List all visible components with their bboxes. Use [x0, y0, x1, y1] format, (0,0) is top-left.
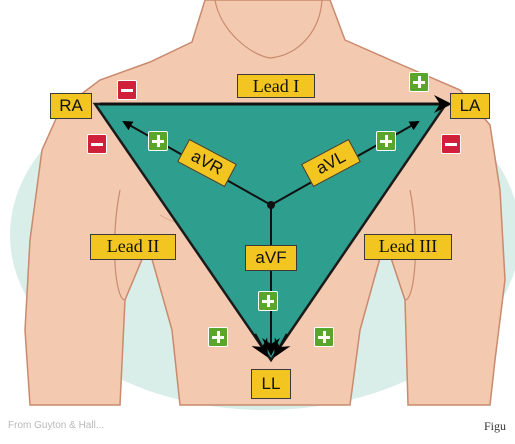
positive-sign-lead-ii [208, 327, 228, 347]
figure-caption: Figu [484, 419, 506, 434]
negative-sign-la [441, 134, 461, 154]
label-lead-ii: Lead II [90, 234, 176, 260]
label-avf: aVF [245, 245, 297, 271]
label-ll: LL [251, 369, 291, 399]
label-lead-i: Lead I [237, 74, 315, 98]
positive-sign-lead-iii [314, 327, 334, 347]
label-lead-iii: Lead III [364, 234, 452, 260]
source-caption: From Guyton & Hall... [8, 420, 104, 431]
center-point [267, 201, 275, 209]
positive-sign-avf [258, 291, 278, 311]
label-ra: RA [50, 93, 92, 119]
positive-sign-avr [148, 131, 168, 151]
positive-sign-avl [376, 131, 396, 151]
negative-sign-ra-top [117, 80, 137, 100]
negative-sign-ra-left [87, 134, 107, 154]
positive-sign-la-top [409, 72, 429, 92]
label-la: LA [450, 93, 490, 119]
